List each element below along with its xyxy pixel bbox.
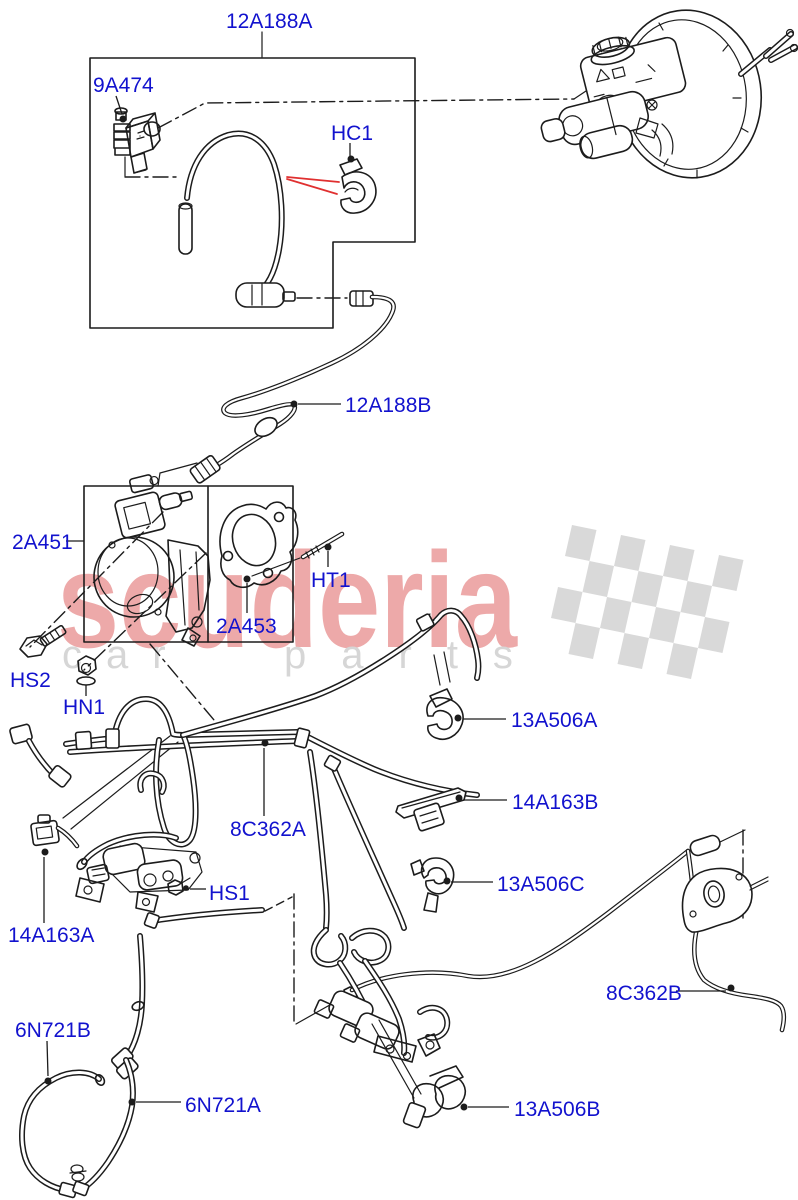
detail-box-12A188A	[89, 31, 416, 329]
hose-clamp-HC1-drawing	[339, 158, 377, 214]
vacuum-pipe-12A188B-drawing	[157, 297, 394, 487]
pump-gasket-drawing	[219, 501, 299, 589]
watermark-word-car: car	[62, 633, 190, 677]
bolt-HS2-drawing	[19, 624, 67, 658]
clip-13A506A-drawing	[426, 651, 464, 740]
leader-lines	[41, 95, 735, 1111]
red-arrow-lines	[286, 176, 340, 195]
connector-14A163A-drawing	[30, 814, 77, 846]
vacuum-solenoid-valve-drawing	[113, 107, 161, 174]
watermark-brand-text: scuderia	[57, 524, 518, 676]
part-label-6N721A: 6N721A	[185, 1094, 261, 1117]
axis-line-HS2	[29, 511, 164, 648]
part-label-2A453: 2A453	[216, 615, 277, 638]
part-label-8C362A: 8C362A	[230, 818, 306, 841]
bottom-valve-cluster-drawing	[264, 893, 447, 1099]
part-label-8C362B: 8C362B	[606, 982, 682, 1005]
checkered-flag-graphic	[551, 525, 744, 679]
vacuum-harness-8C362A-drawing	[9, 611, 478, 928]
diagram-artwork	[9, 9, 798, 1199]
brake-booster-drawing	[540, 9, 798, 179]
part-label-2A451: 2A451	[12, 531, 73, 554]
clip-13A506C-drawing	[410, 857, 455, 913]
vacuum-pipe-8C362B-drawing	[352, 829, 784, 1030]
part-labels: 12A188A 9A474 HC1 12A188B 2A451 2A453 HT…	[8, 10, 682, 1121]
part-label-HS1: HS1	[209, 882, 250, 905]
part-label-13A506C: 13A506C	[497, 873, 585, 896]
watermark: scuderia car parts	[57, 524, 744, 679]
part-label-12A188A: 12A188A	[226, 10, 312, 33]
part-label-13A506B: 13A506B	[514, 1098, 600, 1121]
axis-line-HN1	[83, 552, 207, 671]
hose-end-fitting	[349, 290, 374, 307]
tubes-6N721-drawing	[22, 910, 262, 1199]
part-label-HN1: HN1	[63, 696, 105, 719]
part-label-14A163A: 14A163A	[8, 924, 94, 947]
part-label-9A474: 9A474	[93, 74, 154, 97]
part-label-13A506A: 13A506A	[511, 709, 597, 732]
stud-HT1-drawing	[251, 534, 342, 577]
part-label-HC1: HC1	[331, 122, 373, 145]
vacuum-hose-12A188A-drawing	[178, 134, 296, 308]
clip-13A506B-drawing	[402, 1065, 467, 1129]
part-label-6N721B: 6N721B	[15, 1019, 91, 1042]
part-label-HT1: HT1	[311, 569, 351, 592]
part-label-14A163B: 14A163B	[512, 791, 598, 814]
bracket-14A163B-drawing	[395, 787, 467, 832]
bolt-HS1-drawing	[167, 877, 191, 896]
part-label-12A188B: 12A188B	[345, 394, 431, 417]
part-label-HS2: HS2	[10, 669, 51, 692]
